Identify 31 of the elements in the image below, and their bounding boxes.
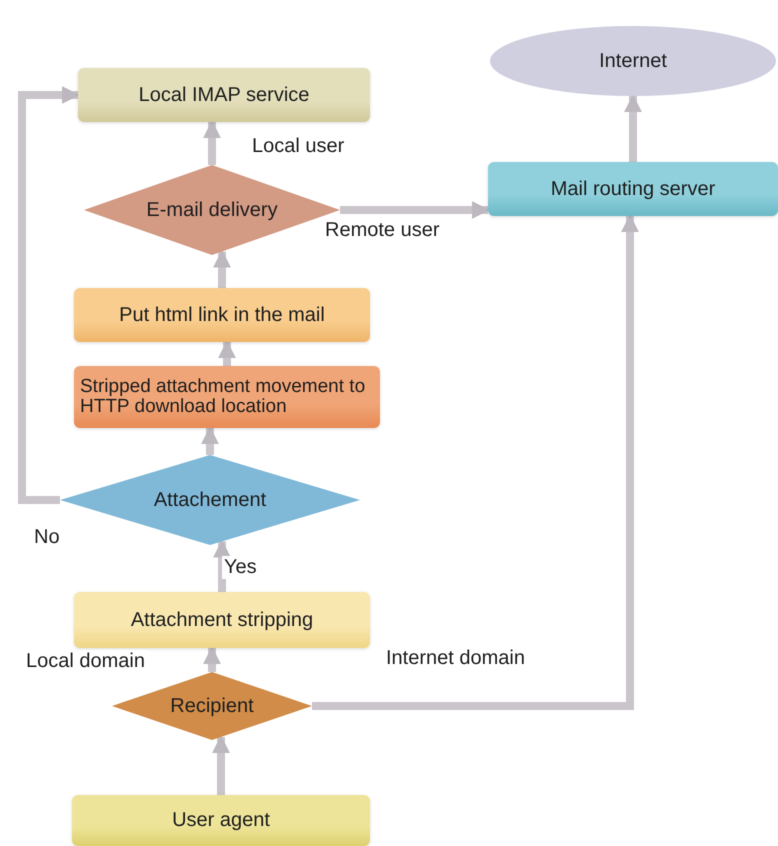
arrow	[312, 214, 639, 710]
node-label: E-mail delivery	[145, 200, 279, 220]
process-box	[78, 68, 370, 122]
arrow	[18, 86, 80, 504]
node-label: Stripped attachment movement to HTTP download location	[79, 377, 366, 417]
decision-diamond	[60, 455, 360, 545]
node-label: Internet	[598, 50, 668, 72]
node-label: Attachment stripping	[130, 610, 314, 630]
process-box	[74, 288, 370, 342]
node-label: Mail routing server	[550, 178, 716, 200]
process-box	[74, 592, 370, 648]
edge-label: Yes	[222, 556, 259, 579]
arrow	[201, 426, 219, 455]
arrow	[340, 201, 490, 219]
decision-diamond	[112, 672, 312, 740]
arrow	[203, 120, 221, 165]
node-label: Recipient	[169, 696, 255, 716]
node-label: User agent	[171, 810, 271, 831]
arrow	[212, 735, 230, 795]
arrow	[624, 94, 642, 162]
process-box	[488, 162, 778, 216]
cloud-ellipse	[490, 26, 776, 96]
arrow	[218, 340, 236, 366]
node-label: Put html link in the mail	[118, 304, 326, 326]
node-label: Local IMAP service	[138, 84, 310, 106]
arrow	[213, 540, 231, 592]
node-label: Attachement	[152, 490, 268, 510]
arrow	[213, 250, 231, 288]
process-box	[72, 795, 370, 846]
process-box	[74, 366, 380, 428]
arrow	[203, 646, 221, 672]
